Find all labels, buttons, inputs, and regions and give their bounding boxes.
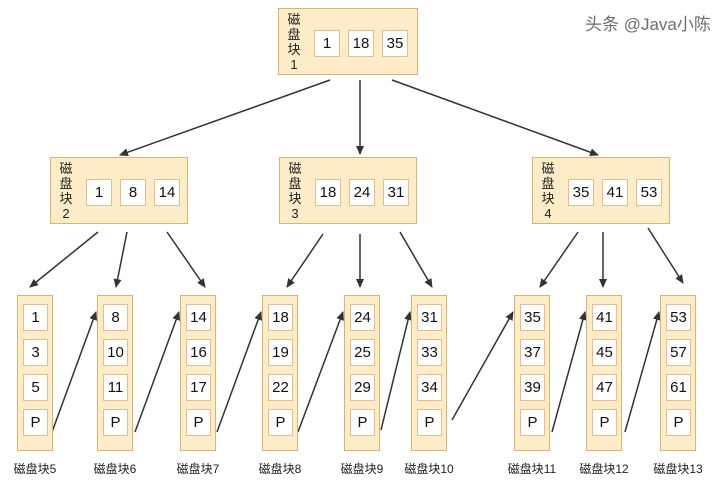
- arrow: [166, 231, 206, 288]
- pointer-cell: P: [592, 409, 617, 436]
- arrow: [113, 231, 128, 288]
- node-label: 磁盘块2: [59, 161, 73, 221]
- key-cell: 35: [382, 30, 408, 57]
- key-cell: 8: [103, 304, 128, 331]
- key-cell: 45: [592, 339, 617, 366]
- key-cell: 25: [350, 339, 375, 366]
- key-cell: 47: [592, 374, 617, 401]
- node-label: 磁盘块4: [541, 161, 555, 221]
- key-cell: 3: [23, 339, 48, 366]
- leaf-label: 磁盘块6: [93, 462, 137, 476]
- node-label: 磁盘块3: [288, 161, 302, 221]
- arrow: [119, 79, 331, 157]
- pointer-cell: P: [417, 409, 442, 436]
- pointer-cell: P: [520, 409, 545, 436]
- key-cell: 19: [268, 339, 293, 366]
- key-cell: 39: [520, 374, 545, 401]
- key-cell: 1: [314, 30, 340, 57]
- key-cell: 1: [23, 304, 48, 331]
- pointer-cell: P: [350, 409, 375, 436]
- pointer-cell: P: [23, 409, 48, 436]
- leaf-label: 磁盘块9: [340, 462, 384, 476]
- arrow: [391, 79, 599, 157]
- key-cell: 41: [592, 304, 617, 331]
- key-cell: 37: [520, 339, 545, 366]
- arrow: [216, 311, 263, 433]
- key-cell: 35: [520, 304, 545, 331]
- leaf-label: 磁盘块5: [13, 462, 57, 476]
- arrow: [399, 231, 433, 288]
- arrow: [624, 311, 661, 433]
- key-cell: 1: [86, 179, 112, 206]
- arrow: [51, 311, 98, 433]
- leaf-label: 磁盘块8: [258, 462, 302, 476]
- key-cell: 11: [103, 374, 128, 401]
- arrow: [647, 227, 684, 284]
- arrow: [551, 311, 587, 433]
- key-cell: 10: [103, 339, 128, 366]
- arrow: [539, 231, 579, 288]
- root-node: 磁盘块1 1 18 35: [278, 8, 418, 75]
- key-cell: 8: [120, 179, 146, 206]
- key-cell: 41: [602, 179, 628, 206]
- key-cell: 53: [636, 179, 662, 206]
- leaf-label: 磁盘块7: [176, 462, 220, 476]
- node-block-4: 磁盘块4 35 41 53: [532, 157, 670, 224]
- leaf-label: 磁盘块11: [507, 462, 557, 476]
- node-block-3: 磁盘块3 18 24 31: [279, 157, 417, 224]
- key-cell: 61: [666, 374, 691, 401]
- pointer-cell: P: [103, 409, 128, 436]
- pointer-cell: P: [186, 409, 211, 436]
- key-cell: 22: [268, 374, 293, 401]
- arrow: [297, 311, 344, 433]
- leaf-label: 磁盘块13: [653, 462, 703, 476]
- watermark: 头条 @Java小陈: [585, 15, 711, 34]
- pointer-cell: P: [268, 409, 293, 436]
- key-cell: 53: [666, 304, 691, 331]
- arrow: [286, 233, 324, 288]
- key-cell: 18: [348, 30, 374, 57]
- pointer-cell: P: [666, 409, 691, 436]
- node-label: 磁盘块1: [287, 12, 301, 72]
- key-cell: 17: [186, 374, 211, 401]
- key-cell: 24: [350, 304, 375, 331]
- key-cell: 16: [186, 339, 211, 366]
- arrow: [380, 311, 412, 431]
- key-cell: 34: [417, 374, 442, 401]
- key-cell: 24: [349, 179, 375, 206]
- arrow: [29, 231, 99, 288]
- key-cell: 33: [417, 339, 442, 366]
- leaf-label: 磁盘块10: [404, 462, 454, 476]
- key-cell: 57: [666, 339, 691, 366]
- key-cell: 29: [350, 374, 375, 401]
- key-cell: 18: [268, 304, 293, 331]
- key-cell: 18: [315, 179, 341, 206]
- key-cell: 14: [154, 179, 180, 206]
- key-cell: 14: [186, 304, 211, 331]
- arrow: [134, 311, 181, 433]
- arrow: [451, 311, 514, 421]
- key-cell: 31: [383, 179, 409, 206]
- key-cell: 31: [417, 304, 442, 331]
- leaf-label: 磁盘块12: [579, 462, 629, 476]
- key-cell: 35: [568, 179, 594, 206]
- key-cell: 5: [23, 374, 48, 401]
